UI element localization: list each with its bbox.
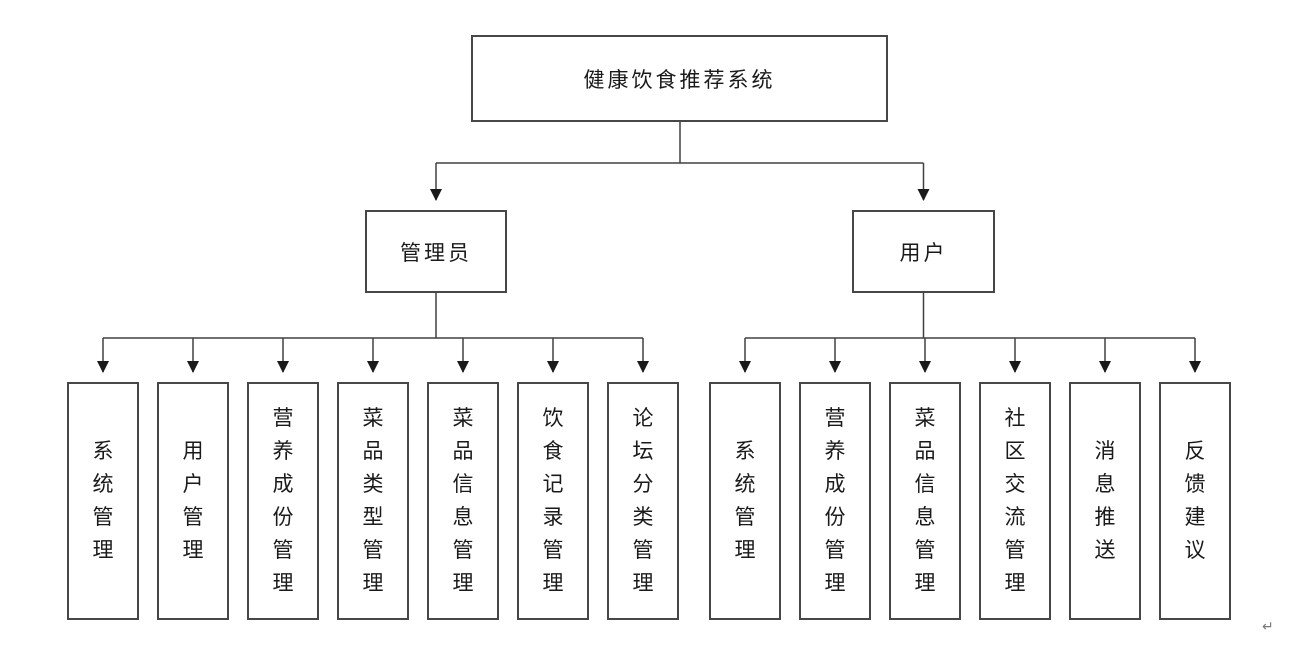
paragraph-mark: ↵: [1262, 618, 1274, 634]
node-admin-dish-type-mgmt: 菜品类型管理: [337, 382, 409, 620]
node-user: 用户: [852, 210, 995, 293]
node-root-label: 健康饮食推荐系统: [583, 68, 776, 92]
node-user-label: 用户: [899, 241, 948, 265]
node-admin-dish-info-mgmt: 菜品信息管理: [427, 382, 499, 620]
node-user-community-mgmt: 社区交流管理: [979, 382, 1051, 620]
node-user-system-mgmt: 系统管理: [709, 382, 781, 620]
node-admin-forum-category-mgmt: 论坛分类管理: [607, 382, 679, 620]
node-user-message-push: 消息推送: [1069, 382, 1141, 620]
node-admin-label: 管理员: [400, 241, 472, 265]
node-admin-user-mgmt: 用户管理: [157, 382, 229, 620]
node-admin-nutrition-mgmt: 营养成份管理: [247, 382, 319, 620]
node-user-feedback: 反馈建议: [1159, 382, 1231, 620]
node-admin-system-mgmt: 系统管理: [67, 382, 139, 620]
node-admin-diet-record-mgmt: 饮食记录管理: [517, 382, 589, 620]
node-user-dish-info-mgmt: 菜品信息管理: [889, 382, 961, 620]
node-root-system: 健康饮食推荐系统: [471, 35, 888, 122]
node-user-nutrition-mgmt: 营养成份管理: [799, 382, 871, 620]
node-admin: 管理员: [365, 210, 507, 293]
